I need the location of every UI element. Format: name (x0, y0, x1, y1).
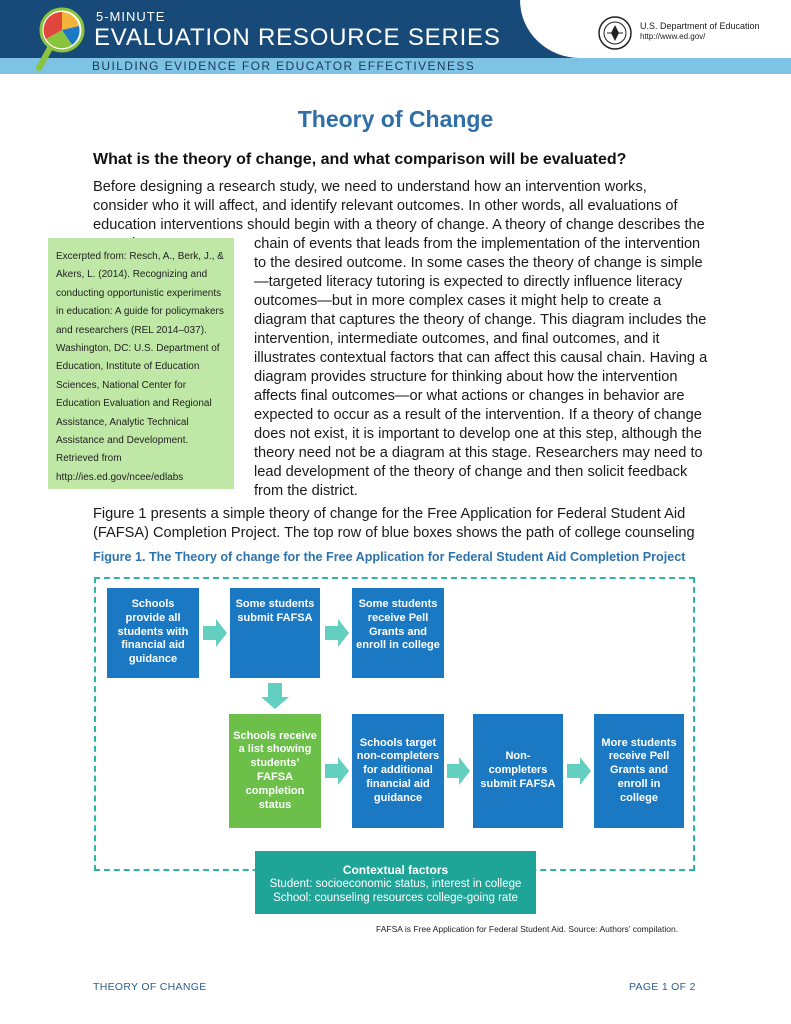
contextual-factors-title: Contextual factors (342, 863, 449, 877)
box-noncompleters-submit: Non-completers submit FAFSA (473, 714, 563, 828)
footer-section-name: THEORY OF CHANGE (93, 981, 207, 993)
page-title: Theory of Change (297, 106, 494, 132)
department-url[interactable]: http://www.ed.gov/ (640, 32, 706, 41)
header-banner: 5-MINUTE EVALUATION RESOURCE SERIES BUIL… (0, 0, 791, 74)
figure-intro-paragraph: Figure 1 presents a simple theory of cha… (93, 506, 695, 541)
contextual-factors-school: School: counseling resources college-goi… (273, 892, 518, 904)
header-light-band (0, 58, 791, 74)
department-name: U.S. Department of Education (640, 21, 760, 31)
section-question: What is the theory of change, and what c… (93, 151, 627, 168)
magnifier-pie-icon (36, 7, 85, 71)
header-white-curve (520, 0, 791, 58)
box-provide-guidance: Schools provide all students with financ… (107, 588, 199, 678)
contextual-factors-student: Student: socioeconomic status, interest … (269, 878, 522, 890)
series-title: EVALUATION RESOURCE SERIES (94, 24, 501, 51)
figure-note: FAFSA is Free Application for Federal St… (376, 924, 679, 934)
series-subtitle: 5-MINUTE (96, 9, 166, 24)
box-receive-list: Schools receive a list showing students’… (229, 714, 321, 828)
department-seal-icon (598, 16, 632, 50)
series-tagline: BUILDING EVIDENCE FOR EDUCATOR EFFECTIVE… (92, 59, 476, 73)
box-submit-fafsa: Some students submit FAFSA (230, 588, 320, 678)
figure-title: Figure 1. The Theory of change for the F… (93, 550, 686, 564)
box-more-students: More students receive Pell Grants and en… (594, 714, 684, 828)
box-target-noncompleters: Schools target non-completers for additi… (352, 714, 444, 828)
body-paragraph: chain of events that leads from the impl… (254, 236, 708, 499)
contextual-factors-box: Contextual factors Student: socioeconomi… (255, 851, 536, 914)
box-receive-pell: Some students receive Pell Grants and en… (352, 588, 444, 678)
citation-callout: Excerpted from: Resch, A., Berk, J., & A… (48, 238, 234, 489)
footer-page-number: PAGE 1 OF 2 (629, 981, 696, 993)
